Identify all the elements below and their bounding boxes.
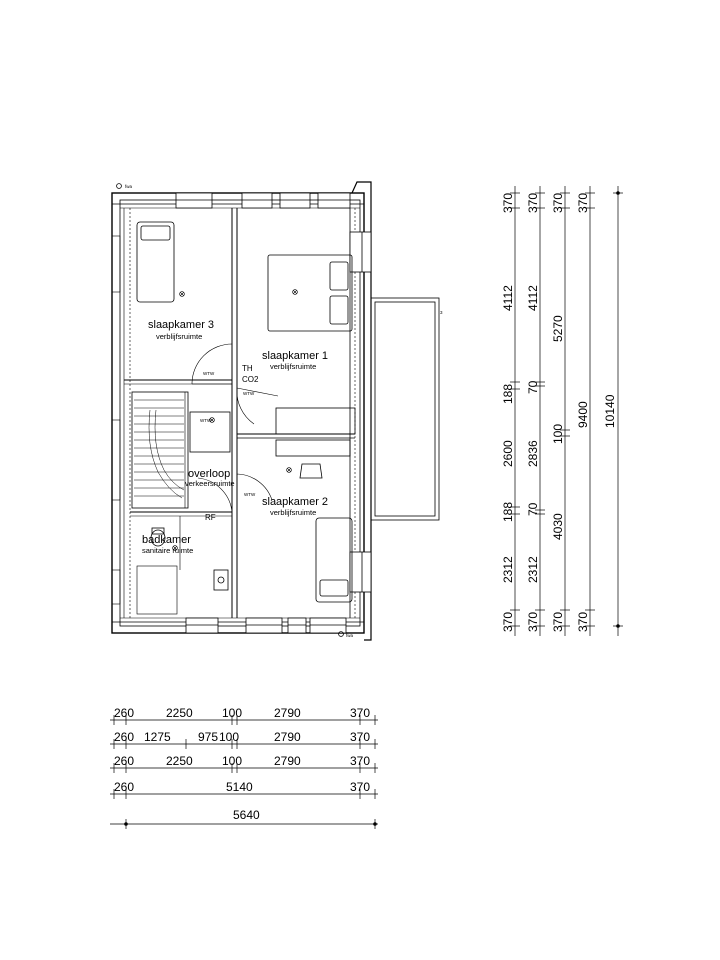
dim-v-c4-2: 9400 [576,401,590,428]
dim-h-r2-4: 100 [219,730,239,744]
left-wall-features [111,235,121,605]
room-type-slaapkamer-1: verblijfsruimte [270,362,316,371]
dim-v-c1-2: 4112 [501,285,515,311]
dim-v-c2-1: 370 [526,193,540,213]
dim-v-c4-1: 370 [576,193,590,213]
dim-h-r1-3: 100 [222,706,242,720]
dim-h-r3-4: 2790 [274,754,301,768]
rainwater-downpipe-bottom [338,631,344,637]
thermostat-label: TH [242,364,253,373]
dim-v-c3-1: 370 [551,193,565,213]
dim-h-r3-5: 370 [350,754,370,768]
dim-v-c1-1: 370 [501,193,515,213]
staircase [134,399,185,499]
room-type-slaapkamer-2: verblijfsruimte [270,508,316,517]
walls [111,181,372,641]
balcony-mark: 3 [440,310,443,315]
room-name-overloop: overloop [188,468,230,480]
windows-right [349,231,372,593]
dim-v-c1-3: 188 [501,384,515,404]
dim-v-c1-6: 2312 [501,556,515,583]
doors [191,343,279,513]
horizontal-dimension-lines [110,715,378,829]
dim-h-r1-1: 260 [114,706,134,720]
dim-v-c1-7: 370 [501,612,515,632]
dim-h-r2-5: 2790 [274,730,301,744]
dim-h-r1-5: 370 [350,706,370,720]
dim-h-r2-3: 975 [198,730,218,744]
dim-h-r1-2: 2250 [166,706,193,720]
dim-h-r2-1: 260 [114,730,134,744]
dim-v-c4-3: 370 [576,612,590,632]
dim-v-c2-2: 4112 [526,285,540,311]
ceiling-lights [172,289,298,551]
dim-v-c3-5: 370 [551,612,565,632]
dim-v-c1-4: 2600 [501,440,515,467]
rf-label: RF [205,513,216,522]
room-name-slaapkamer-3: slaapkamer 3 [148,319,214,331]
rainwater-downpipe [116,183,122,189]
dim-v-total: 10140 [603,394,617,428]
furniture [136,221,353,603]
dim-h-r4-1: 260 [114,780,134,794]
windows-bottom [185,617,347,634]
dim-v-c3-3: 100 [551,424,565,444]
room-type-overloop: verkeersruimte [185,479,235,488]
dim-v-c2-5: 70 [526,502,540,516]
windows-top [175,192,351,209]
vertical-dimension-dots [616,191,620,628]
dim-h-r4-2: 5140 [226,780,253,794]
room-name-slaapkamer-1: slaapkamer 1 [262,350,328,362]
balcony [370,297,440,521]
dim-v-c2-6: 2312 [526,556,540,583]
dim-h-r3-1: 260 [114,754,134,768]
dim-v-c2-4: 2836 [526,440,540,467]
dim-v-c3-4: 4030 [551,513,565,540]
dim-v-c2-3: 70 [526,380,540,394]
wtw-label-2: WTW [243,391,255,396]
room-type-badkamer: sanitaire ruimte [142,546,193,555]
room-name-slaapkamer-2: slaapkamer 2 [262,496,328,508]
dim-h-r2-6: 370 [350,730,370,744]
dim-h-total: 5640 [233,808,260,822]
room-name-badkamer: badkamer [142,534,191,546]
vertical-dimension-lines [510,186,623,636]
co2-sensor-label: CO2 [242,375,259,384]
dim-h-r3-3: 100 [222,754,242,768]
wtw-label-3: WTW [200,418,212,423]
room-type-slaapkamer-3: verblijfsruimte [156,332,202,341]
dim-h-r1-4: 2790 [274,706,301,720]
dim-v-c3-2: 5270 [551,315,565,342]
horizontal-dimension-dots [124,822,377,826]
wtw-label-1: WTW [203,371,215,376]
fwa-label: fwa [125,184,133,189]
dim-h-r2-2: 1275 [144,730,171,744]
dim-v-c2-7: 370 [526,612,540,632]
dim-v-c1-5: 188 [501,502,515,522]
dim-h-r3-2: 2250 [166,754,193,768]
fwa-label-bottom: fwa [346,633,354,638]
wtw-label-4: WTW [244,492,256,497]
dim-h-r4-3: 370 [350,780,370,794]
